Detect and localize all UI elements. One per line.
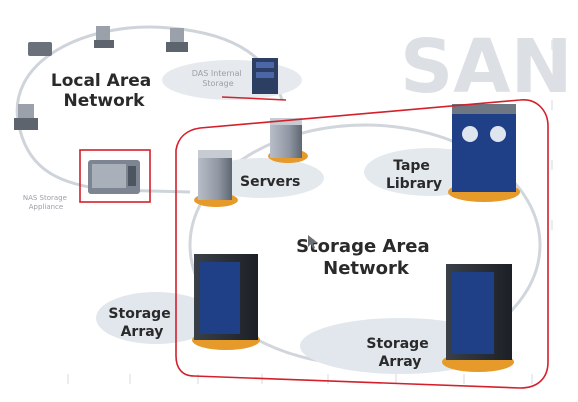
das-storage-icon bbox=[252, 58, 278, 94]
lan-workstation-icon bbox=[14, 26, 188, 130]
mouse-cursor-icon bbox=[308, 235, 318, 249]
tape-library-icon bbox=[452, 104, 516, 192]
san-network-label: Storage Area Network bbox=[296, 236, 436, 279]
nas-label: NAS Storage Appliance bbox=[23, 194, 69, 211]
das-underline bbox=[221, 96, 287, 101]
storage-left-ellipse bbox=[96, 292, 216, 344]
lan-label-line2: Network bbox=[64, 91, 146, 111]
storage-array-icon bbox=[446, 264, 512, 360]
servers-label: Servers bbox=[240, 174, 300, 190]
nas-highlight-box bbox=[79, 149, 151, 203]
storage-right-label: Storage Array bbox=[366, 336, 433, 370]
storage-array-icon bbox=[194, 254, 258, 340]
lan-label-line1: Local Area bbox=[51, 71, 151, 91]
server-icon bbox=[270, 118, 302, 158]
server-icon bbox=[198, 150, 232, 200]
san-highlight-outline bbox=[175, 99, 549, 389]
lan-label: Local Area Network bbox=[51, 71, 157, 111]
san-watermark: SAN bbox=[400, 24, 573, 110]
nas-appliance-icon bbox=[88, 160, 140, 194]
das-label: DAS Internal Storage bbox=[192, 69, 245, 88]
storage-left-label: Storage Array bbox=[108, 306, 175, 340]
tape-label: Tape Library bbox=[386, 158, 442, 192]
